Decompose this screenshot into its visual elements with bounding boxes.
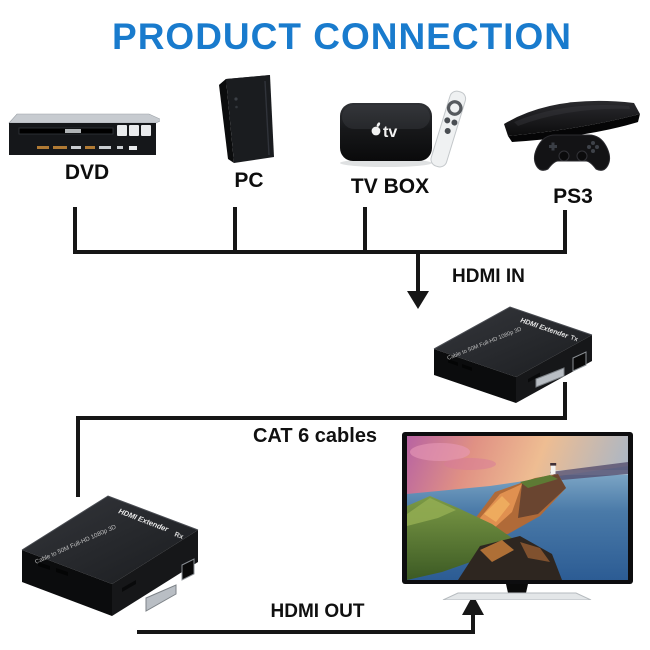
ps3-label: PS3 (553, 185, 593, 208)
tv-remote (430, 90, 467, 168)
lighthouse (551, 465, 556, 474)
dvd-label: DVD (64, 161, 110, 184)
remote-button (444, 127, 451, 134)
lighthouse-headland (462, 463, 566, 536)
foreground-cliff (407, 496, 562, 580)
page-title: PRODUCT CONNECTION (112, 16, 572, 57)
ps3-left-stick (558, 150, 570, 162)
pc-panel-seam (264, 80, 270, 156)
rx-right-face (112, 530, 198, 616)
tv-box-image: tv (340, 90, 467, 168)
dvd-control-row (37, 146, 137, 150)
ps3-image (504, 100, 640, 171)
headland-grass (520, 475, 558, 488)
pc-tower-image (219, 75, 274, 163)
pc-front-face (226, 75, 274, 163)
tx-vents (448, 359, 540, 383)
remote-button (451, 119, 458, 126)
tv-box-logo-text: tv (383, 124, 397, 141)
remote-button (444, 117, 451, 124)
sunset-clouds (410, 443, 470, 461)
ps3-dpad (549, 142, 557, 151)
tx-rj45-port (572, 351, 587, 372)
tx-hdmi-port (535, 367, 565, 388)
tv-screen (407, 436, 628, 580)
pc-power-led (234, 97, 238, 101)
rx-hdmi-port (145, 584, 177, 612)
dvd-player-image (8, 113, 160, 155)
tv-box-top-sheen (342, 105, 430, 129)
rx-marking: Rx (173, 531, 184, 541)
tv-box-body (340, 103, 432, 161)
hdmi-in-label: HDMI IN (452, 266, 525, 287)
dvd-button (141, 125, 151, 136)
dvd-display (65, 129, 81, 133)
distant-headland (550, 462, 628, 480)
tv-monitor (402, 432, 633, 600)
dvd-button (129, 125, 139, 136)
tvbox-label: TV BOX (350, 175, 430, 198)
dvd-button (117, 125, 127, 136)
tv-stand-neck (506, 584, 528, 593)
remote-ring-button (446, 100, 463, 116)
ps3-right-stick (576, 150, 588, 162)
pc-hdd-led (235, 105, 238, 109)
pc-side-face (219, 79, 234, 163)
cat6-cables-label: CAT 6 cables (252, 425, 378, 447)
ps3-console (504, 100, 640, 142)
ps3-action-buttons (587, 141, 599, 153)
tx-top-face (434, 307, 592, 377)
rx-rj45-port (181, 558, 195, 581)
rx-vents (38, 562, 136, 592)
source-bus-line (73, 207, 567, 254)
receiver-box: HDMI Extender Rx Cable to 50M Full-HD 10… (21, 495, 199, 616)
dvd-top-panel (8, 113, 160, 124)
rx-top-face (22, 496, 198, 584)
hdmi-out-label: HDMI OUT (270, 601, 365, 622)
tv-stand-base (442, 592, 592, 600)
pc-label: PC (234, 169, 264, 192)
tx-right-face (516, 335, 592, 403)
tx-marking: Tx (569, 334, 579, 343)
transmitter-box: HDMI Extender Tx Cable to 50M Full-HD 10… (433, 306, 593, 403)
ps3-controller (533, 134, 611, 171)
apple-logo-icon (371, 122, 381, 136)
